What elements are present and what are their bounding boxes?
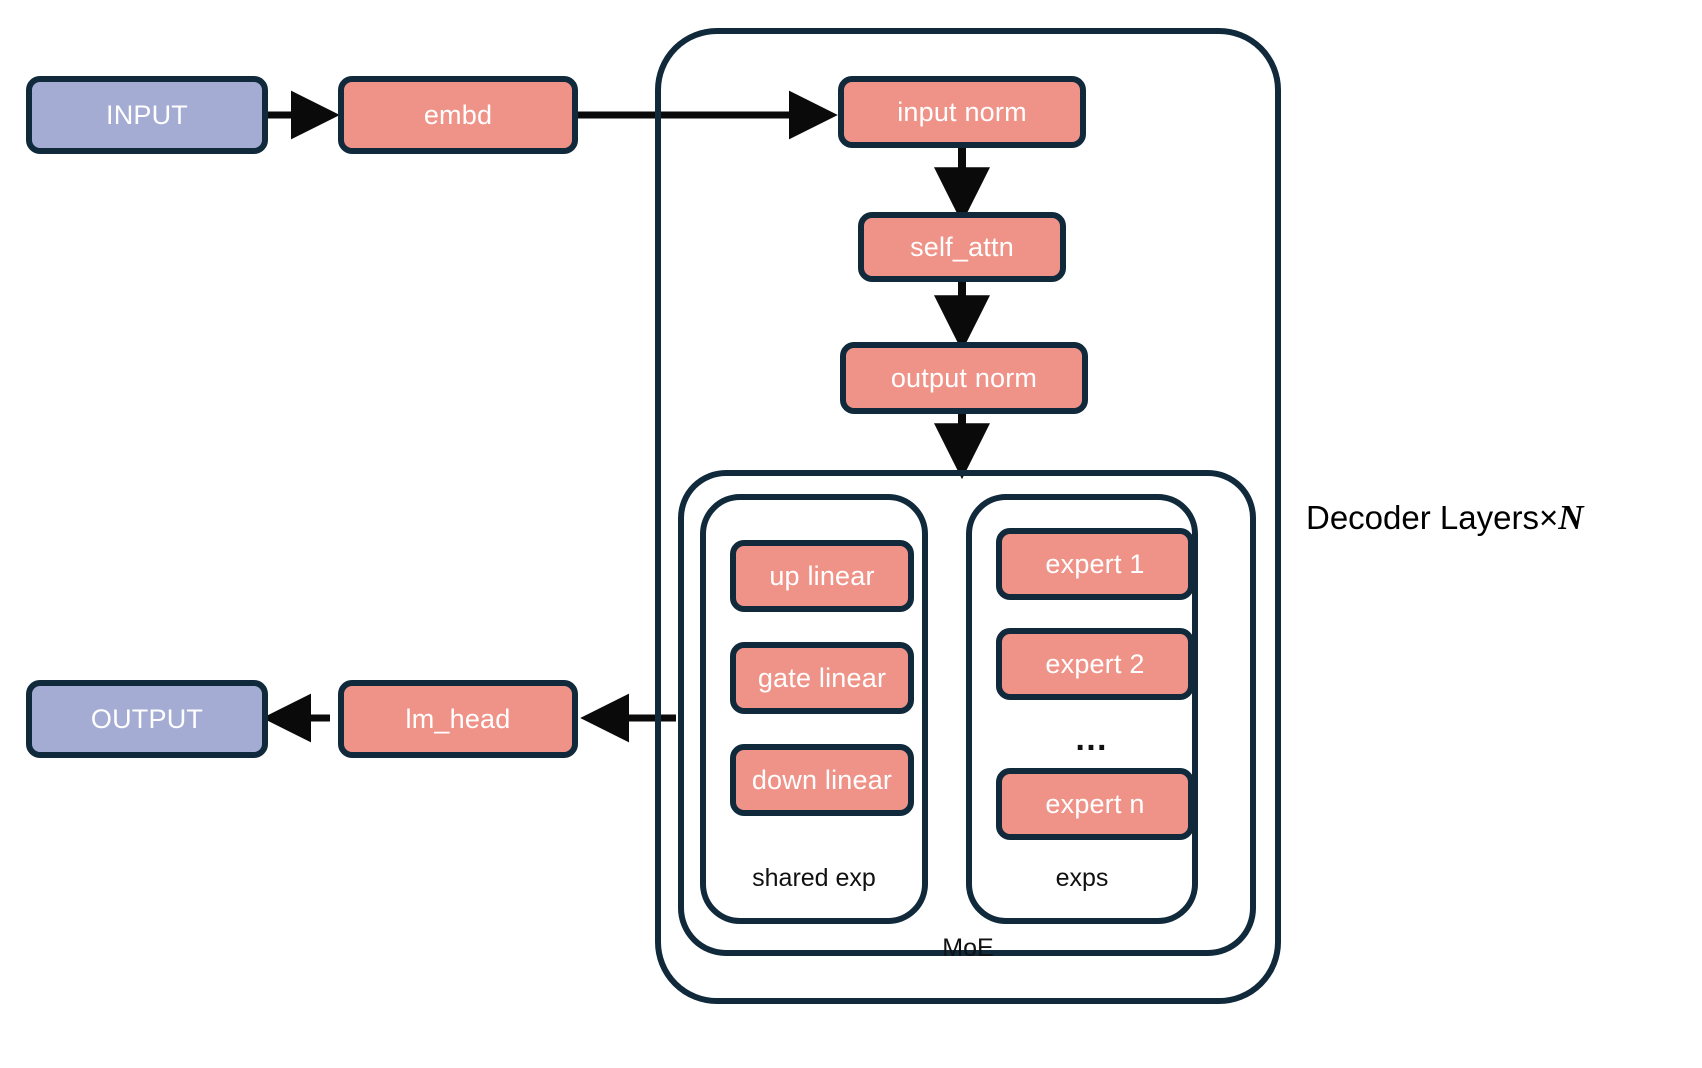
output-node[interactable]: OUTPUT: [26, 680, 268, 758]
gate-linear-node[interactable]: gate linear: [730, 642, 914, 714]
expert-1-label: expert 1: [1045, 548, 1145, 579]
self-attn-label: self_attn: [910, 231, 1014, 262]
expert-2-label: expert 2: [1045, 648, 1145, 679]
input-norm-node[interactable]: input norm: [838, 76, 1086, 148]
lm-head-node[interactable]: lm_head: [338, 680, 578, 758]
up-linear-label: up linear: [769, 560, 875, 591]
expert-2-node[interactable]: expert 2: [996, 628, 1194, 700]
experts-ellipsis-icon: …: [1074, 720, 1110, 758]
gate-linear-label: gate linear: [757, 662, 887, 693]
decoder-layers-container: [655, 28, 1281, 1004]
experts-container: [966, 494, 1198, 924]
decoder-layers-side-label: Decoder Layers×N: [1306, 500, 1584, 535]
down-linear-node[interactable]: down linear: [730, 744, 914, 816]
down-linear-label: down linear: [751, 764, 893, 795]
decoder-layers-text: Decoder Layers×: [1306, 499, 1559, 536]
output-norm-label: output norm: [890, 362, 1038, 393]
expert-n-node[interactable]: expert n: [996, 768, 1194, 840]
experts-label: exps: [1055, 864, 1109, 892]
shared-expert-label: shared exp: [752, 864, 876, 892]
output-node-label: OUTPUT: [90, 703, 204, 734]
input-norm-label: input norm: [897, 96, 1027, 127]
shared-expert-container: [700, 494, 928, 924]
input-node[interactable]: INPUT: [26, 76, 268, 154]
decoder-layers-variable: N: [1558, 498, 1584, 537]
moe-container: [678, 470, 1256, 956]
self-attn-node[interactable]: self_attn: [858, 212, 1066, 282]
embd-node-label: embd: [423, 99, 493, 130]
embd-node[interactable]: embd: [338, 76, 578, 154]
moe-label: MoE: [942, 934, 994, 962]
expert-1-node[interactable]: expert 1: [996, 528, 1194, 600]
input-node-label: INPUT: [106, 99, 188, 130]
up-linear-node[interactable]: up linear: [730, 540, 914, 612]
expert-n-label: expert n: [1045, 788, 1145, 819]
lm-head-node-label: lm_head: [405, 703, 511, 734]
output-norm-node[interactable]: output norm: [840, 342, 1088, 414]
